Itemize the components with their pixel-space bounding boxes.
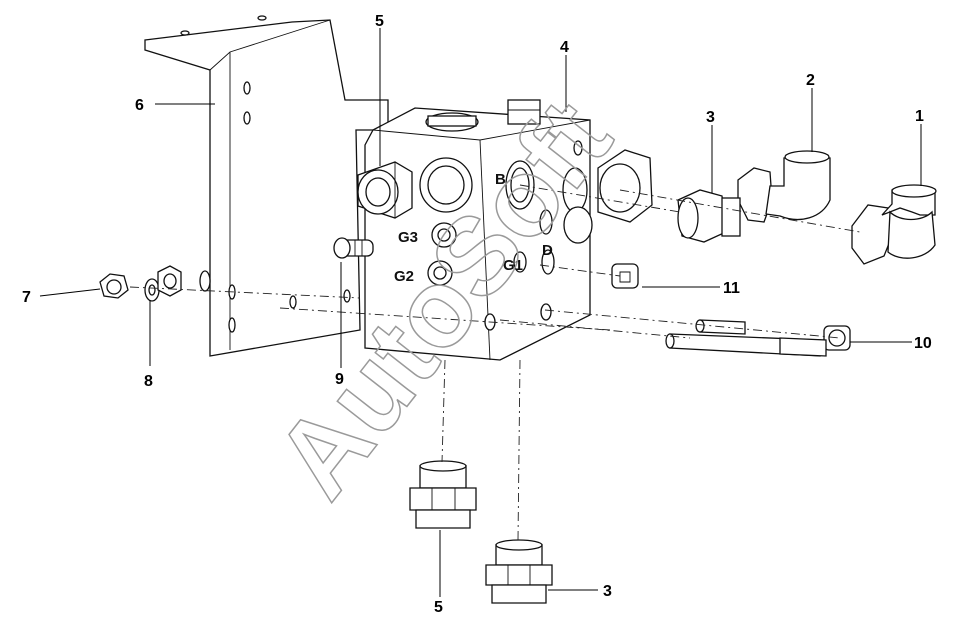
leader-lines <box>39 28 922 597</box>
port-label-b: B <box>495 171 506 188</box>
port-label-g1: G1 <box>503 257 523 274</box>
callout-3-bottom: 3 <box>603 583 612 600</box>
port-label-g3: G3 <box>398 229 418 246</box>
callout-10: 10 <box>914 335 932 352</box>
callout-4: 4 <box>560 39 569 56</box>
callout-8: 8 <box>144 373 153 390</box>
washer-8 <box>144 265 211 302</box>
coupling-side <box>562 149 653 244</box>
callout-9: 9 <box>335 371 344 388</box>
fitting-5-bottom <box>409 460 477 529</box>
callout-11: 11 <box>723 280 740 297</box>
fitting-3-right <box>677 189 741 243</box>
callout-7: 7 <box>22 289 31 306</box>
elbow-1 <box>851 184 937 265</box>
callout-2: 2 <box>806 72 815 89</box>
fitting-3-bottom <box>485 539 553 604</box>
fitting-9 <box>333 237 374 259</box>
port-label-d: D <box>542 242 553 259</box>
nut-7 <box>99 273 129 299</box>
callout-1: 1 <box>915 108 924 125</box>
fitting-5-top <box>357 161 413 219</box>
callout-5-bottom: 5 <box>434 599 443 616</box>
callout-6: 6 <box>135 97 144 114</box>
mounting-bracket <box>144 15 389 357</box>
plug-11 <box>611 263 639 289</box>
bolts-10 <box>665 319 851 357</box>
center-lines <box>129 184 861 541</box>
elbow-2 <box>737 150 831 223</box>
callout-5-top: 5 <box>375 13 384 30</box>
callout-3-top: 3 <box>706 109 715 126</box>
valve-block <box>364 99 591 361</box>
port-label-g2: G2 <box>394 268 414 285</box>
